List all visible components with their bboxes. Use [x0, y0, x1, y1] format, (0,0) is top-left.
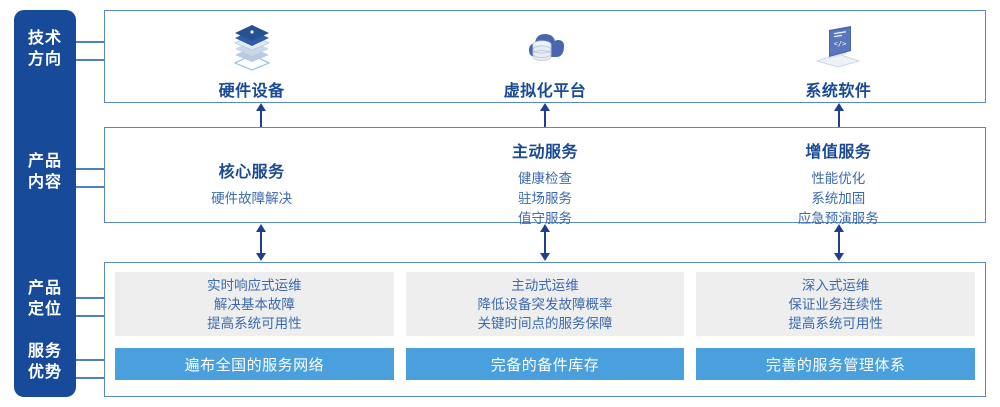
content-column-value-added-service[interactable]: 增值服务 性能优化 系统加固 应急预演服务	[692, 128, 985, 226]
arrow-double-proactive	[540, 224, 550, 261]
positioning-line: 提高系统可用性	[788, 315, 883, 331]
content-column-title: 主动服务	[511, 144, 578, 161]
connector-content-bottom	[76, 186, 104, 188]
service-advantage-row: 遍布全国的服务网络 完备的备件库存 完善的服务管理体系	[115, 348, 976, 380]
content-item: 值守服务	[517, 211, 572, 226]
arrow-up-virtualization	[540, 103, 550, 127]
technology-item-label: 虚拟化平台	[503, 83, 587, 100]
arrow-double-value-added	[834, 224, 844, 261]
laptop-code-icon: </>	[807, 21, 869, 71]
positioning-cell-indepth[interactable]: 深入式运维 保证业务连续性 提高系统可用性	[696, 272, 976, 336]
technology-item-hardware[interactable]: 硬件设备	[105, 11, 398, 102]
connector-technology-bottom	[76, 59, 104, 61]
svg-text:</>: </>	[834, 40, 847, 48]
rail-label-service-advantage: 服务 优势	[27, 343, 62, 381]
technology-item-system-software[interactable]: </> 系统软件	[692, 11, 985, 102]
positioning-line: 深入式运维	[801, 277, 870, 293]
content-item: 硬件故障解决	[211, 191, 293, 206]
technology-item-virtualization[interactable]: 虚拟化平台	[398, 11, 691, 102]
positioning-line: 主动式运维	[511, 277, 579, 293]
connector-positioning-bottom	[76, 315, 104, 317]
connector-content-top	[76, 168, 104, 170]
connector-technology-top	[76, 41, 104, 43]
cloud-database-icon	[514, 21, 576, 71]
connector-advantage-bottom	[76, 377, 104, 379]
technology-item-label: 系统软件	[805, 83, 872, 100]
connector-positioning-top	[76, 297, 104, 299]
positioning-line: 降低设备突发故障概率	[477, 296, 613, 312]
content-item: 应急预演服务	[797, 211, 879, 226]
product-positioning-row: 实时响应式运维 解决基本故障 提高系统可用性 主动式运维 降低设备突发故障概率 …	[115, 272, 976, 336]
technology-direction-panel: 硬件设备 虚拟化平台	[104, 10, 986, 103]
technology-item-label: 硬件设备	[218, 83, 285, 100]
rail-label-technology-direction: 技术 方向	[27, 30, 62, 68]
content-item: 性能优化	[811, 171, 866, 186]
positioning-line: 保证业务连续性	[788, 296, 883, 312]
product-content-panel: 核心服务 硬件故障解决 主动服务 健康检查 驻场服务 值守服务 增值服务 性能优…	[104, 127, 986, 226]
positioning-line: 提高系统可用性	[207, 315, 302, 331]
content-item: 驻场服务	[517, 191, 572, 206]
arrow-up-hardware	[256, 103, 266, 127]
arrow-double-core	[256, 224, 266, 261]
connector-advantage-top	[76, 359, 104, 361]
content-column-title: 增值服务	[805, 144, 872, 161]
content-item: 系统加固	[811, 191, 866, 206]
content-column-core-service[interactable]: 核心服务 硬件故障解决	[105, 128, 398, 222]
rail-label-product-content: 产品 内容	[27, 153, 62, 191]
positioning-cell-proactive[interactable]: 主动式运维 降低设备突发故障概率 关键时间点的服务保障	[405, 272, 685, 336]
positioning-line: 实时响应式运维	[207, 277, 302, 293]
content-column-title: 核心服务	[218, 164, 285, 181]
positioning-line: 关键时间点的服务保障	[477, 315, 613, 331]
positioning-advantage-panel: 实时响应式运维 解决基本故障 提高系统可用性 主动式运维 降低设备突发故障概率 …	[104, 262, 986, 397]
advantage-cell-network[interactable]: 遍布全国的服务网络	[115, 348, 394, 380]
rail-label-product-positioning: 产品 定位	[27, 280, 62, 318]
content-item: 健康检查	[517, 171, 572, 186]
category-rail	[14, 10, 76, 397]
advantage-cell-inventory[interactable]: 完备的备件库存	[405, 348, 685, 380]
positioning-cell-realtime[interactable]: 实时响应式运维 解决基本故障 提高系统可用性	[115, 272, 394, 336]
advantage-cell-management[interactable]: 完善的服务管理体系	[696, 348, 976, 380]
content-column-proactive-service[interactable]: 主动服务 健康检查 驻场服务 值守服务	[398, 128, 691, 226]
arrow-up-system-software	[834, 103, 844, 127]
positioning-line: 解决基本故障	[213, 296, 295, 312]
server-stack-icon	[221, 21, 283, 71]
